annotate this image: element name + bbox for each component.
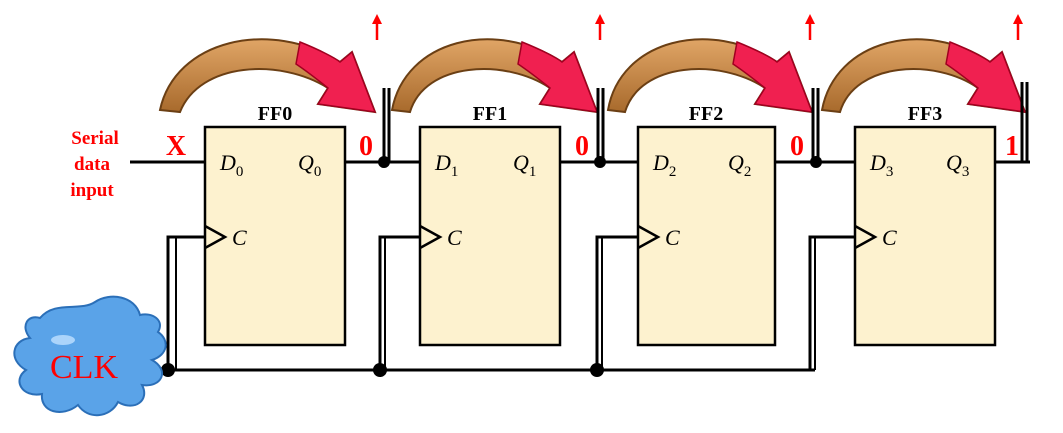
ff-title: FF0 [258,103,292,125]
shift-arrow-icon [158,38,377,114]
flip-flop-ff1: FF1 D1 Q1 C [418,103,562,347]
serial-input-label: Serial data input [70,128,118,201]
d-input-label: D3 [869,150,893,180]
clock-input-label: C [882,225,897,250]
wiring [130,82,1030,372]
q-output-label: Q2 [728,150,751,180]
flip-flop-ff0: FF0 D0 Q0 C [203,103,347,347]
output-values: 0 0 0 1 [359,131,1019,162]
d-input-label: D2 [652,150,676,180]
up-arrow-icon [372,14,382,40]
up-arrow-icon [805,14,815,40]
up-arrow-icon [595,14,605,40]
q-output-label: Q3 [946,150,969,180]
clock-input-label: C [447,225,462,250]
clock-triangle-icon [204,224,228,250]
ff-title: FF1 [473,103,507,125]
serial-input-value: X [166,131,186,162]
shift-arrow-icon [820,38,1027,114]
ff-title: FF2 [689,103,723,125]
clock-triangle-icon [854,224,878,250]
clock-source: CLK [13,295,167,417]
clock-input-label: C [665,225,680,250]
q2-value: 0 [790,131,804,162]
junction-dots [161,156,822,377]
q0-value: 0 [359,131,373,162]
clk-label: CLK [50,349,118,386]
clock-triangle-icon [419,224,443,250]
shift-arrow-icon [606,38,814,114]
q-output-label: Q0 [298,150,321,180]
clock-edge-arrows [372,14,1023,40]
shift-arrow-icon [390,38,599,114]
svg-text:Serial: Serial [71,128,119,149]
d-input-label: D0 [219,150,243,180]
svg-text:data: data [74,154,110,175]
flip-flop-ff3: FF3 D3 Q3 C [853,103,997,347]
shift-arrows [158,38,1027,114]
ff-title: FF3 [908,103,942,125]
q-output-label: Q1 [513,150,536,180]
clock-input-label: C [232,225,247,250]
clock-triangle-icon [637,224,661,250]
d-input-label: D1 [434,150,458,180]
q1-value: 0 [575,131,589,162]
splash-icon [13,295,167,417]
up-arrow-icon [1013,14,1023,40]
svg-text:input: input [70,180,114,201]
flip-flop-ff2: FF2 D2 Q2 C [636,103,777,347]
q3-value: 1 [1005,131,1019,162]
